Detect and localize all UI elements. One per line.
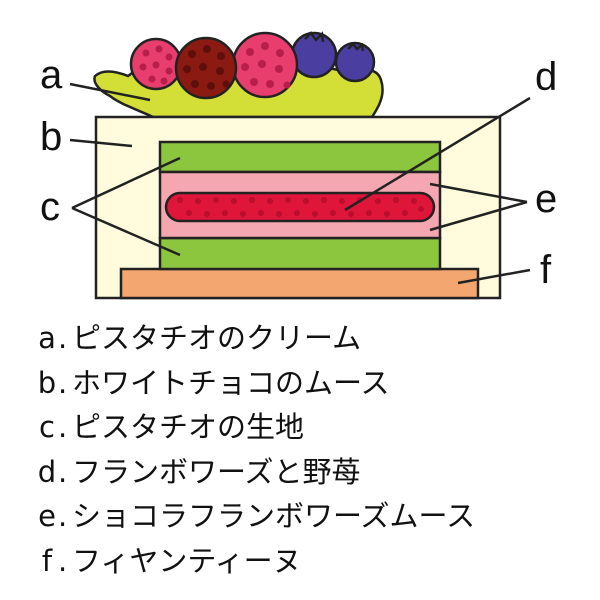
leader-e-bottom <box>429 200 528 232</box>
legend-letter: e <box>38 499 56 533</box>
legend-letter: f <box>41 543 53 578</box>
legend-item-b: b.ホワイトチョコのムース <box>36 361 596 406</box>
leader-c-bottom <box>71 206 181 257</box>
leader-a <box>69 82 151 102</box>
pistachio-sponge-top <box>158 140 442 174</box>
legend-letter: a <box>38 321 56 355</box>
legend-letter: c <box>39 410 55 444</box>
blueberry-right <box>334 41 376 83</box>
leader-lines <box>69 82 531 285</box>
label-b: b <box>40 115 62 159</box>
leader-e-top <box>429 182 528 204</box>
label-d: d <box>535 55 557 99</box>
legend-separator: . <box>58 410 68 444</box>
label-e: e <box>535 177 557 221</box>
legend-separator: . <box>58 365 68 400</box>
leader-f <box>457 268 531 285</box>
legend-separator: . <box>58 321 68 355</box>
legend-letter: b <box>37 365 57 400</box>
legend-text: フィヤンティーヌ <box>72 543 302 578</box>
legend-separator: . <box>58 454 68 489</box>
legend-text: ピスタチオのクリーム <box>72 321 362 355</box>
legend-item-c: c.ピスタチオの生地 <box>36 405 596 450</box>
legend-separator: . <box>58 543 68 578</box>
raspberry-right <box>231 31 299 99</box>
feuillantine-base <box>119 267 480 300</box>
label-c: c <box>40 185 60 229</box>
raspberry-left <box>129 37 183 91</box>
legend-item-e: e.ショコラフランボワーズムース <box>36 494 596 539</box>
legend-item-d: d.フランボワーズと野苺 <box>36 450 596 495</box>
label-a: a <box>40 53 63 97</box>
legend-letter: d <box>37 454 57 489</box>
legend-item-f: f.フィヤンティーヌ <box>36 539 596 584</box>
leader-b <box>69 138 133 148</box>
berries-topping <box>129 31 376 100</box>
legend-text: ショコラフランボワーズムース <box>72 499 476 533</box>
raspberry-dark <box>174 36 238 100</box>
legend-separator: . <box>58 499 68 533</box>
raspberry-wild-strawberry-layer <box>164 191 436 223</box>
leader-d <box>344 96 531 212</box>
legend-text: フランボワーズと野苺 <box>72 454 361 489</box>
label-f: f <box>540 248 552 292</box>
legend-text: ピスタチオの生地 <box>72 410 305 444</box>
legend: a.ピスタチオのクリーム b.ホワイトチョコのムース c.ピスタチオの生地 d.… <box>36 316 596 583</box>
legend-item-a: a.ピスタチオのクリーム <box>36 316 596 361</box>
leader-c-top <box>71 156 181 210</box>
cake-cross-section-diagram: a b c d e f <box>40 31 557 300</box>
blueberry-left <box>290 31 338 79</box>
legend-text: ホワイトチョコのムース <box>72 365 390 400</box>
pistachio-sponge-bottom <box>158 236 442 271</box>
